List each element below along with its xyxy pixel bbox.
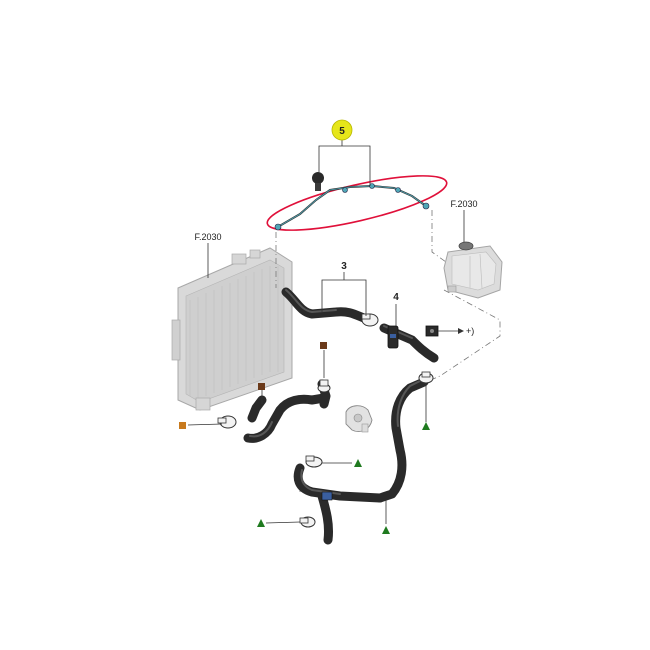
callout-3-text: 3 (341, 261, 347, 272)
triangle-marker-right (422, 422, 430, 430)
reservoir-reference: F.2030 (450, 199, 477, 209)
coolant-reservoir (443, 241, 503, 299)
radiator-fins (189, 266, 279, 398)
connector-mark: +) (466, 326, 474, 336)
callout-5: 5 (331, 119, 353, 141)
clamp-right-hose (418, 371, 434, 384)
callout-5-text: 5 (339, 126, 345, 137)
square-marker-brown-upper (320, 342, 327, 349)
position-markers (179, 342, 430, 534)
triangle-marker-bottom-left (257, 519, 265, 527)
part-5-bleed-hose (266, 172, 448, 231)
lower-radiator-hose (243, 393, 329, 443)
clamp-bottom-left (299, 516, 316, 528)
triangle-marker-bottom-right (382, 526, 390, 534)
square-marker-brown-lower (258, 383, 265, 390)
radiator-reference: F.2030 (194, 232, 221, 242)
leader-lines (187, 140, 465, 524)
thermostat-outlet-hose (379, 323, 439, 363)
heater-connector (425, 325, 439, 337)
clamps (217, 313, 434, 528)
clamp-radiator-outlet (217, 415, 237, 429)
clamp-upper-hose (361, 313, 379, 327)
upper-radiator-hose (281, 287, 375, 325)
connector-arrow (458, 328, 464, 334)
triangle-marker-middle (354, 459, 362, 467)
water-pump-housing (345, 405, 373, 433)
clamp-middle (305, 455, 323, 468)
right-coolant-hose (375, 377, 429, 503)
clamp-upper-clip (317, 379, 331, 393)
lower-bypass-hose (293, 463, 385, 545)
callout-4-text: 4 (393, 292, 399, 303)
square-marker-orange (179, 422, 186, 429)
radiator (171, 247, 293, 411)
